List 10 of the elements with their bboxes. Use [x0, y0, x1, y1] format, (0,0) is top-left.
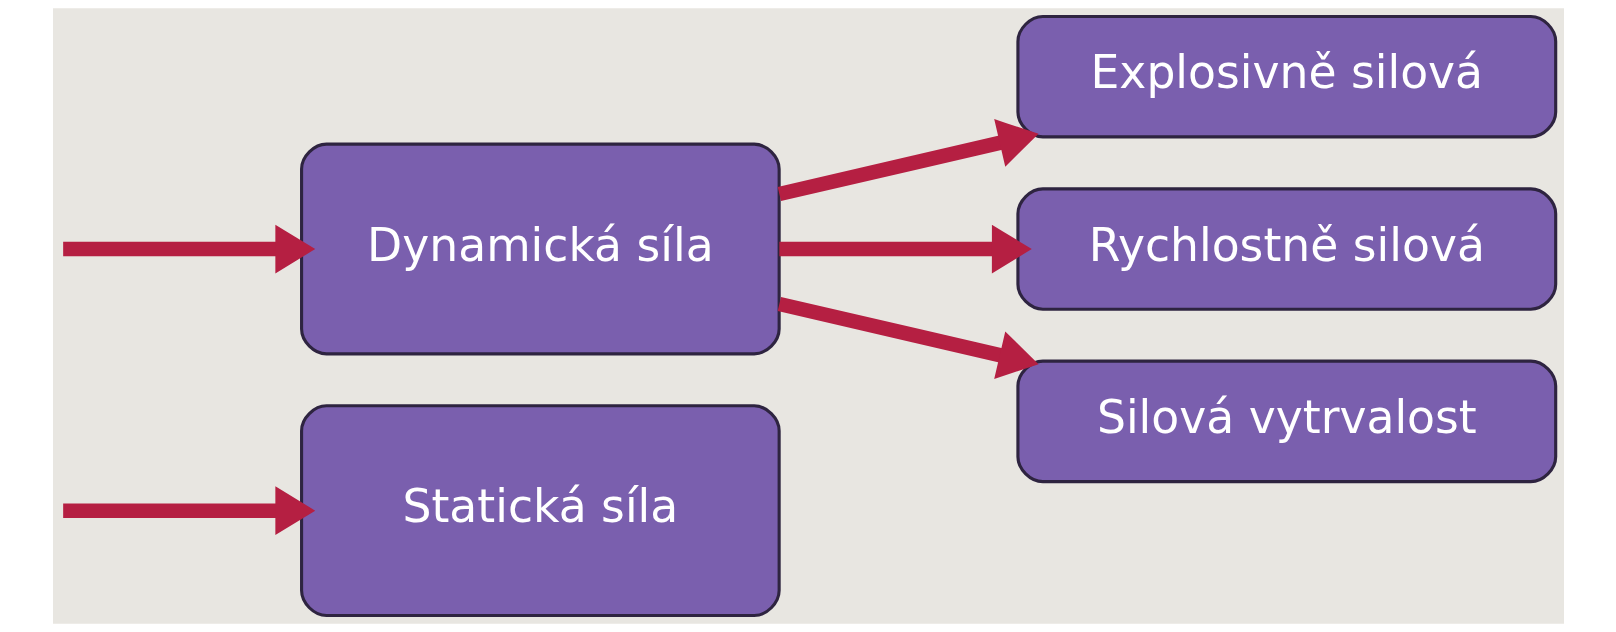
- arrow: [777, 296, 1039, 379]
- arrow: [62, 224, 315, 274]
- node-box: Dynamická síla: [299, 142, 781, 356]
- arrow: [778, 224, 1032, 274]
- node-box: Rychlostně silová: [1015, 187, 1557, 311]
- node-box: Silová vytrvalost: [1015, 359, 1557, 484]
- node-box: Statická síla: [299, 404, 781, 618]
- arrow: [62, 486, 315, 536]
- node-box: Explosivně silová: [1015, 14, 1557, 139]
- arrow: [777, 119, 1039, 202]
